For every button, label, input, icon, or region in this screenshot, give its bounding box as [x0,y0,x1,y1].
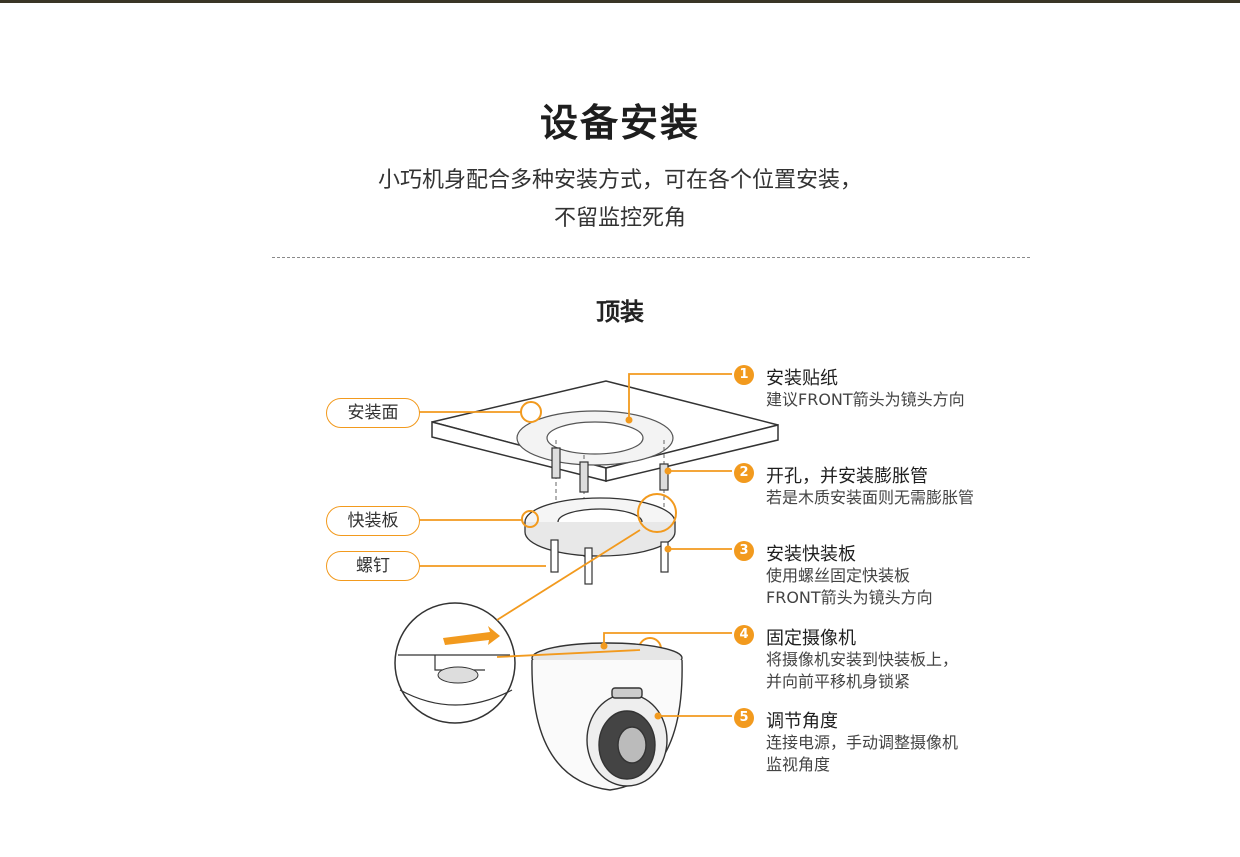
step-desc-line: 监视角度 [766,755,831,774]
step-desc: 若是木质安装面则无需膨胀管 [766,487,974,509]
step-desc: 将摄像机安装到快装板上， 并向前平移机身锁紧 [766,649,958,693]
step-number: 2 [734,463,754,483]
expansion-anchors [551,447,669,493]
step-desc: 使用螺丝固定快装板 FRONT箭头为镜头方向 [766,565,933,609]
quick-plate [524,497,676,557]
section-title: 顶装 [596,298,644,326]
step-number: 3 [734,541,754,561]
step-title: 安装贴纸 [766,368,838,389]
step-title: 调节角度 [766,711,838,732]
step-desc-line: 将摄像机安装到快装板上， [766,650,959,669]
label-screw: 螺钉 [326,551,420,581]
subtitle-line-1: 小巧机身配合多种安装方式，可在各个位置安装， [377,168,862,193]
step-desc-line: 使用螺丝固定快装板 [766,566,911,585]
sticker-ring [516,410,674,466]
step-desc-line: FRONT箭头为镜头方向 [766,588,933,607]
page-title: 设备安装 [539,101,700,145]
step-desc-line: 若是木质安装面则无需膨胀管 [766,488,975,507]
dome-camera [531,642,683,791]
top-bar [0,0,1240,3]
step-title: 开孔，并安装膨胀管 [766,466,928,487]
page-subtitle: 小巧机身配合多种安装方式，可在各个位置安装， 不留监控死角 [0,162,1240,238]
label-mount-surface: 安装面 [326,398,420,428]
label-quick-plate: 快装板 [326,506,420,536]
step-number: 4 [734,625,754,645]
step-desc: 连接电源，手动调整摄像机 监视角度 [766,732,958,776]
step-number: 5 [734,708,754,728]
dashed-divider [272,257,1030,258]
step-title: 固定摄像机 [766,628,856,649]
step-desc-line: 并向前平移机身锁紧 [766,672,911,691]
screws [550,539,669,585]
step-title: 安装快装板 [766,544,856,565]
step-desc-line: 连接电源，手动调整摄像机 [766,733,959,752]
zoom-detail [394,602,516,724]
subtitle-line-2: 不留监控死角 [553,206,686,231]
step-number: 1 [734,365,754,385]
step-desc-line: 建议FRONT箭头为镜头方向 [766,390,965,409]
step-desc: 建议FRONT箭头为镜头方向 [766,389,965,411]
